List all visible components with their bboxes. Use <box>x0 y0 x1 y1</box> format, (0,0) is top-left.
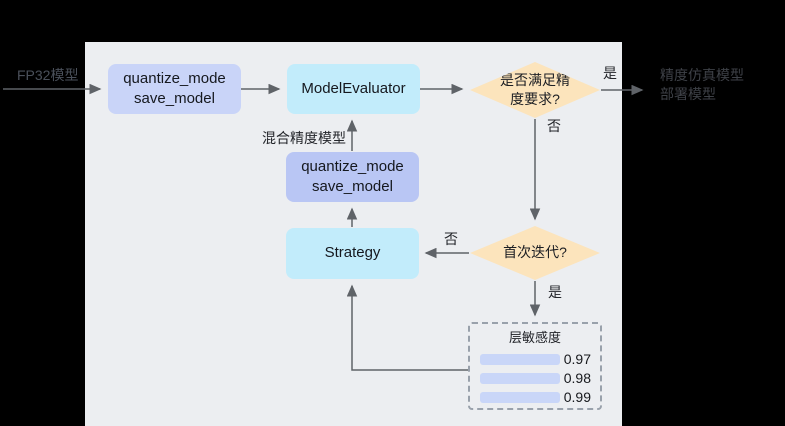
sensitivity-value: 0.99 <box>563 389 591 405</box>
model-evaluator-node: ModelEvaluator <box>287 64 420 114</box>
sensitivity-bar <box>480 391 560 403</box>
sensitivity-value: 0.98 <box>563 370 591 386</box>
sensitivity-bar <box>480 372 560 384</box>
sensitivity-row: 0.97 <box>480 351 591 367</box>
output-model-label: 精度仿真模型 部署模型 <box>660 67 744 102</box>
strategy-node: Strategy <box>286 228 419 279</box>
sensitivity-row: 0.98 <box>480 370 591 386</box>
input-model-label: FP32模型 <box>17 67 79 83</box>
sensitivity-bar <box>480 353 560 365</box>
edge-label-no-accuracy: 否 <box>547 118 561 134</box>
edge-label-mixed-precision-model: 混合精度模型 <box>262 130 346 146</box>
layer-sensitivity-panel: 层敏感度 0.97 0.98 0.99 <box>468 322 602 410</box>
edge-label-yes-accuracy: 是 <box>603 65 617 81</box>
quantize-save-model-node-1: quantize_mode save_model <box>108 64 241 114</box>
edge-label-yes-first-iteration: 是 <box>548 284 562 300</box>
sensitivity-row: 0.99 <box>480 389 591 405</box>
edge-label-no-first-iteration: 否 <box>444 231 458 247</box>
quantize-save-model-node-2: quantize_mode save_model <box>286 152 419 202</box>
sensitivity-value: 0.97 <box>563 351 591 367</box>
layer-sensitivity-title: 层敏感度 <box>508 330 561 345</box>
